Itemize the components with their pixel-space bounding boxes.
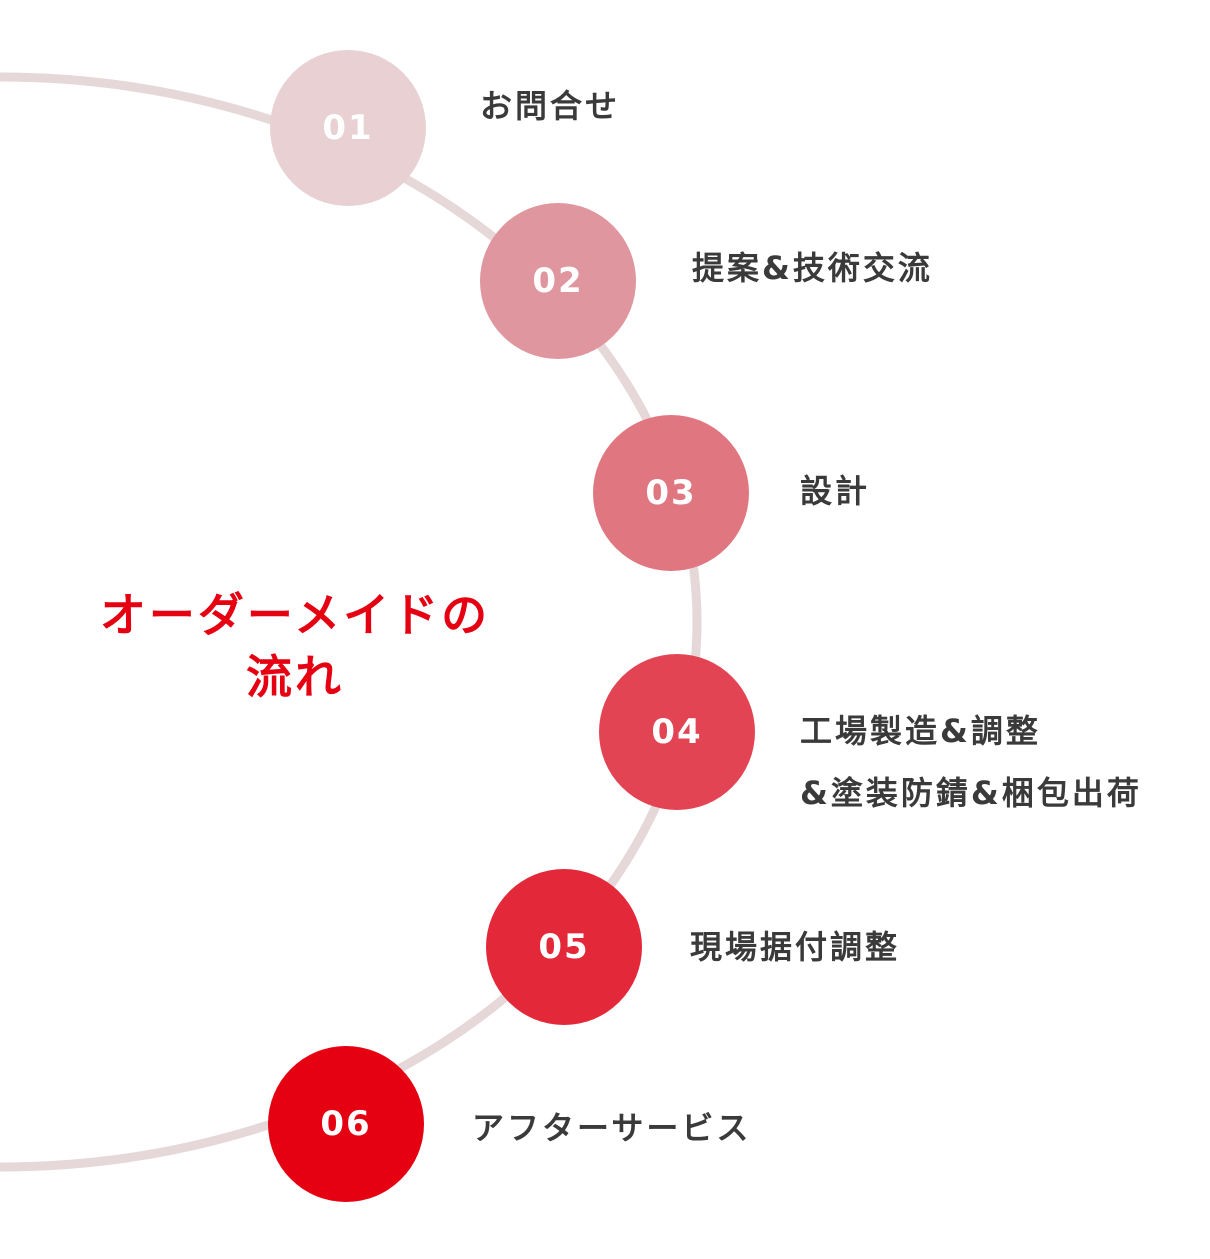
step-02-number: 02: [532, 261, 584, 301]
step-04-circle: 04: [599, 654, 755, 810]
step-05-circle: 05: [486, 869, 642, 1025]
step-06-circle: 06: [268, 1046, 424, 1202]
diagram-title-line-1: オーダーメイドの: [99, 588, 491, 642]
step-06-number: 06: [320, 1104, 372, 1144]
step-03-circle: 03: [593, 415, 749, 571]
step-05-label: 現場据付調整: [690, 916, 900, 978]
step-05-label-line-1: 現場据付調整: [690, 928, 901, 966]
step-06-label-line-1: アフターサービス: [472, 1109, 752, 1147]
step-04-number: 04: [651, 712, 703, 752]
step-02-label-line-1: 提案&技術交流: [692, 249, 933, 287]
step-01-number: 01: [322, 108, 374, 148]
step-02-circle: 02: [480, 203, 636, 359]
step-03-number: 03: [645, 473, 697, 513]
step-05-number: 05: [538, 927, 590, 967]
step-01-circle: 01: [270, 50, 426, 206]
diagram-title-line-2: 流れ: [246, 650, 344, 704]
step-02-label: 提案&技術交流: [692, 237, 933, 299]
step-01-label: お問合せ: [480, 75, 620, 137]
step-06-label: アフターサービス: [472, 1097, 751, 1159]
step-03-label-line-1: 設計: [800, 472, 871, 510]
step-04-label-line-2: &塗装防錆&梱包出荷: [800, 774, 1142, 812]
step-04-label-line-1: 工場製造&調整: [800, 712, 1041, 750]
step-01-label-line-1: お問合せ: [480, 87, 621, 125]
step-04-label: 工場製造&調整 &塗装防錆&梱包出荷: [800, 700, 1142, 824]
step-03-label: 設計: [800, 460, 870, 522]
